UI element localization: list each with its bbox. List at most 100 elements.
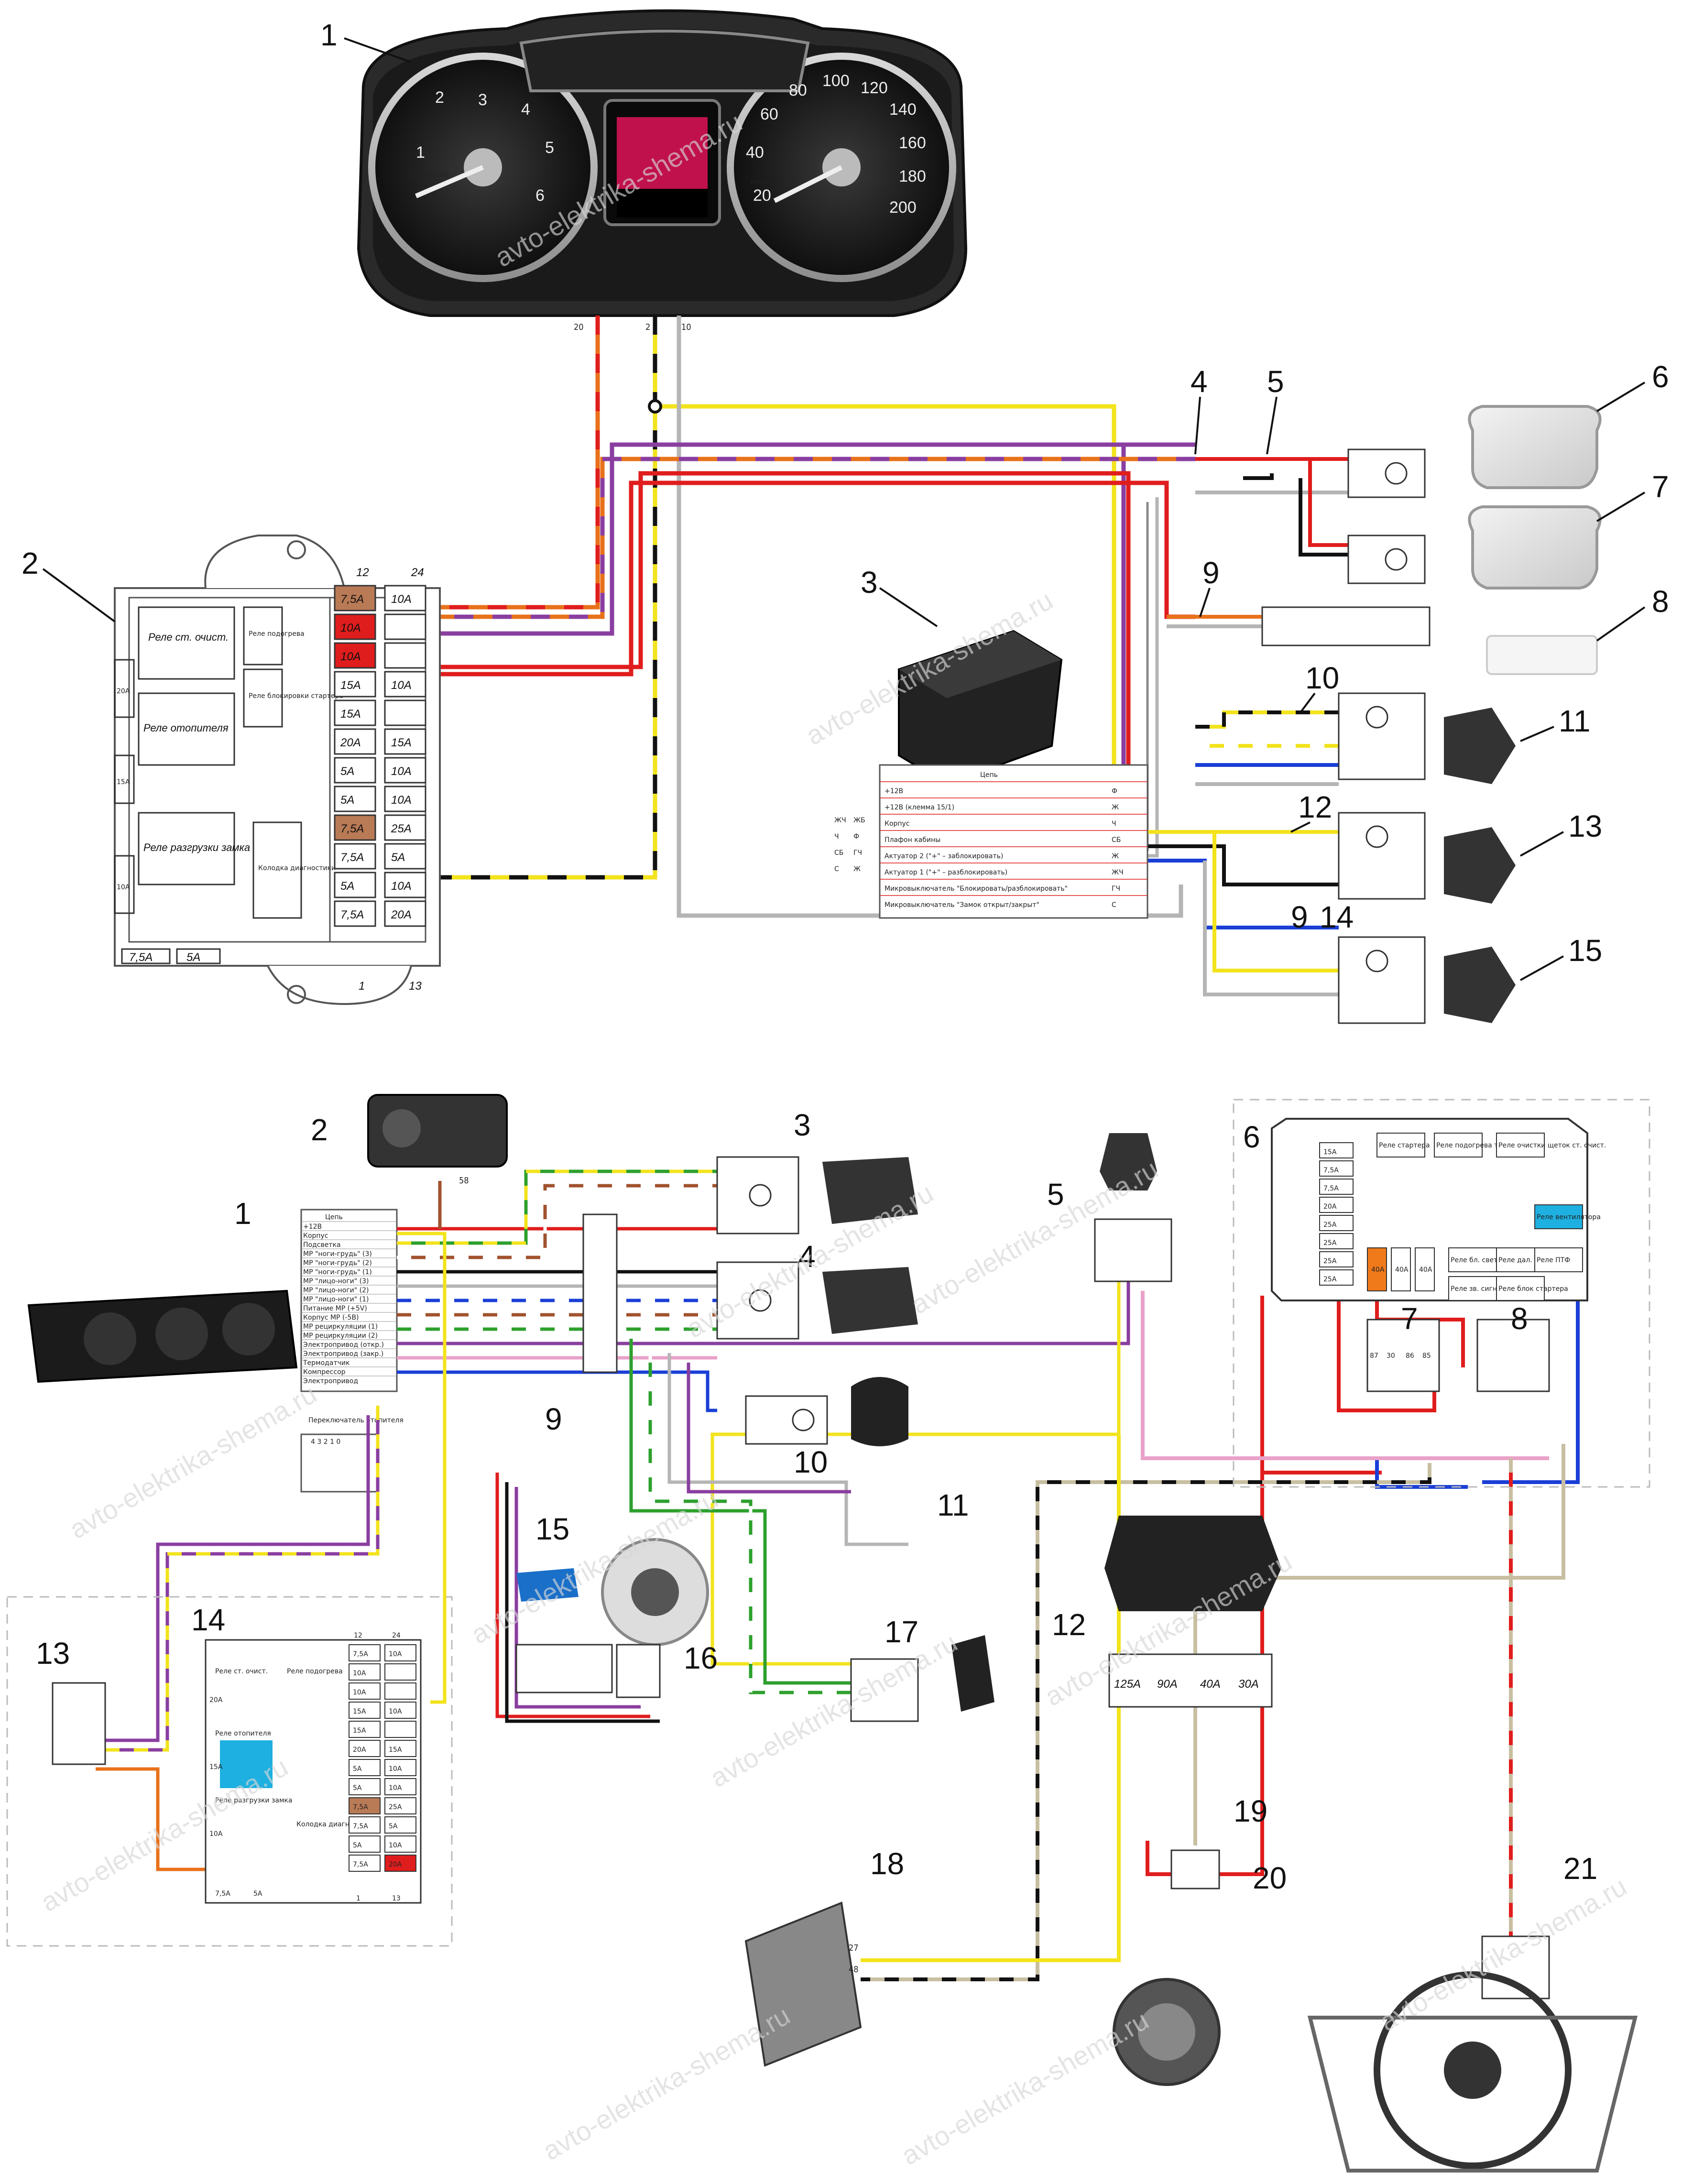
small-fuse-cell <box>349 1740 381 1757</box>
relay-fuse <box>1319 1233 1354 1249</box>
small-fuse-label: 10A <box>353 1670 366 1677</box>
fuse-cell <box>384 872 426 898</box>
fuse-cell <box>384 814 426 841</box>
fuel-tick: 1 <box>746 61 750 69</box>
ecu-wire-code: СБ <box>1112 836 1121 844</box>
fuse-col-label: 1 <box>359 980 365 993</box>
callout: 11 <box>937 1488 969 1522</box>
watermark: avto-elektrika-shema.ru <box>65 1378 322 1544</box>
ecu-side-code: Ч <box>834 833 839 841</box>
top-callouts: 1 2 3 4 5 6 7 8 9 10 11 12 13 9 14 15 <box>22 18 1669 981</box>
fuse-cell <box>334 872 376 898</box>
relay-box-relay-label: Реле вентилятора <box>1537 1213 1601 1221</box>
ctrl-row-label: Корпус МР (-5В) <box>303 1314 359 1321</box>
relay-mid-fuse-label: 40A <box>1395 1266 1409 1274</box>
small-fuse-label: 15A <box>389 1746 402 1754</box>
fuse-cell <box>334 671 376 698</box>
fuse-label: 5A <box>340 765 354 778</box>
instrument-cluster: 1 2 3 4 5 6 1/min x1000 20 40 60 80 100 … <box>357 9 968 332</box>
fuse-cell <box>384 585 426 612</box>
small-fuse-label: 5A <box>353 1765 362 1773</box>
ecu-side-code: ГЧ <box>853 849 862 857</box>
pressure-switch <box>1094 1133 1172 1282</box>
callout: 6 <box>1243 1120 1260 1154</box>
callout: 4 <box>1191 364 1208 399</box>
ecu-wire-code: ЖЧ <box>1112 869 1124 876</box>
fuse-box-top: Реле ст. очист. Реле отопителя Реле разг… <box>114 535 441 1005</box>
temp-tick: 60 <box>574 56 582 64</box>
fuse-col-label: 13 <box>409 980 422 993</box>
callout: 8 <box>1511 1301 1528 1336</box>
ecu-pin: 27 <box>849 1943 859 1953</box>
cluster-pin: 2 <box>645 322 650 332</box>
callout: 5 <box>1267 364 1284 399</box>
callout: 7 <box>1401 1301 1418 1336</box>
fuse-cell <box>334 699 376 726</box>
fuse-cell <box>334 900 376 927</box>
relay-label: Реле разгрузки замка <box>143 841 250 853</box>
relay-box-relay <box>1496 1133 1545 1158</box>
pin-label: 58 <box>459 1176 469 1186</box>
relay-fuse-label: 7,5A <box>1323 1185 1339 1192</box>
relay-label: Реле отопителя <box>143 722 229 734</box>
small-fuse-label: 15A <box>353 1727 366 1735</box>
ctrl-row-label: Корпус <box>303 1232 328 1240</box>
tacho-tick: 4 <box>521 100 530 119</box>
small-fuse-cell <box>384 1682 416 1700</box>
relay-pin: 86 <box>1406 1352 1414 1360</box>
fuse-cell <box>384 900 426 927</box>
tacho-tick: 2 <box>435 88 444 107</box>
relay-box-relay <box>1434 1133 1483 1158</box>
callout: 14 <box>1320 900 1354 934</box>
fuse-label: 5A <box>340 880 354 893</box>
small-fuse-cell <box>349 1778 381 1795</box>
callout: 1 <box>234 1196 251 1231</box>
ctrl-row-label: МР "ноги-грудь" (1) <box>303 1268 372 1276</box>
small-fuse-label: 20A <box>353 1746 366 1754</box>
ecu-wire-code: Ж <box>1112 804 1119 811</box>
ecu-wire-code: С <box>1112 901 1116 909</box>
fuse-label: 15A <box>340 708 361 721</box>
fuse-cell <box>384 728 426 755</box>
small-col-label: 1 <box>356 1895 360 1902</box>
callout: 15 <box>1568 933 1602 968</box>
relay-fuse-label: 25A <box>1323 1221 1337 1229</box>
small-fuse-label: 10A <box>389 1784 402 1792</box>
fuse-cell <box>384 699 426 726</box>
compressor-and-fan <box>1113 1849 1638 2173</box>
speedo-tick: 120 <box>861 79 888 97</box>
relay-fuse <box>1319 1179 1354 1195</box>
ctrl-row-label: Электропривод <box>303 1377 358 1385</box>
side-fuse: 15A <box>117 778 130 786</box>
relay-box-relay-label: Реле стартера <box>1379 1142 1430 1149</box>
fuse-label: 10A <box>340 622 361 634</box>
fuse-cell <box>334 814 376 841</box>
fuse-cell <box>334 786 376 812</box>
callout: 8 <box>1652 584 1669 619</box>
speedo-tick: 60 <box>760 105 778 123</box>
small-fuse-cell <box>384 1797 416 1814</box>
control-table-header: Цепь <box>325 1213 343 1221</box>
high-fuse: 40A <box>1200 1678 1221 1691</box>
fuse-label: 10A <box>391 593 412 606</box>
cluster-pin: 10 <box>681 322 691 332</box>
fuse-label: 10A <box>340 650 361 663</box>
fuse-label: 10A <box>391 794 412 807</box>
tacho-tick: 3 <box>478 91 487 109</box>
fuse-cell <box>334 642 376 669</box>
ctrl-row-label: МР рециркуляции (2) <box>303 1332 378 1340</box>
fuse-label: 15A <box>340 679 361 692</box>
small-fuse-cell <box>384 1835 416 1853</box>
callout: 3 <box>794 1108 811 1142</box>
fuel-tick: 0 <box>693 66 698 74</box>
small-fuse-cell <box>384 1663 416 1681</box>
callout: 14 <box>191 1603 225 1637</box>
ctrl-row-label: +12В <box>303 1223 322 1231</box>
callout: 20 <box>1253 1861 1287 1895</box>
relay-fuse <box>1319 1251 1354 1267</box>
fuse-label: 20A <box>340 736 361 749</box>
watermark: avto-elektrika-shema.ru <box>538 2000 795 2166</box>
callout: 5 <box>1047 1177 1064 1212</box>
small-fuse-cell <box>349 1816 381 1834</box>
small-fuse-label: 7,5A <box>353 1823 368 1830</box>
